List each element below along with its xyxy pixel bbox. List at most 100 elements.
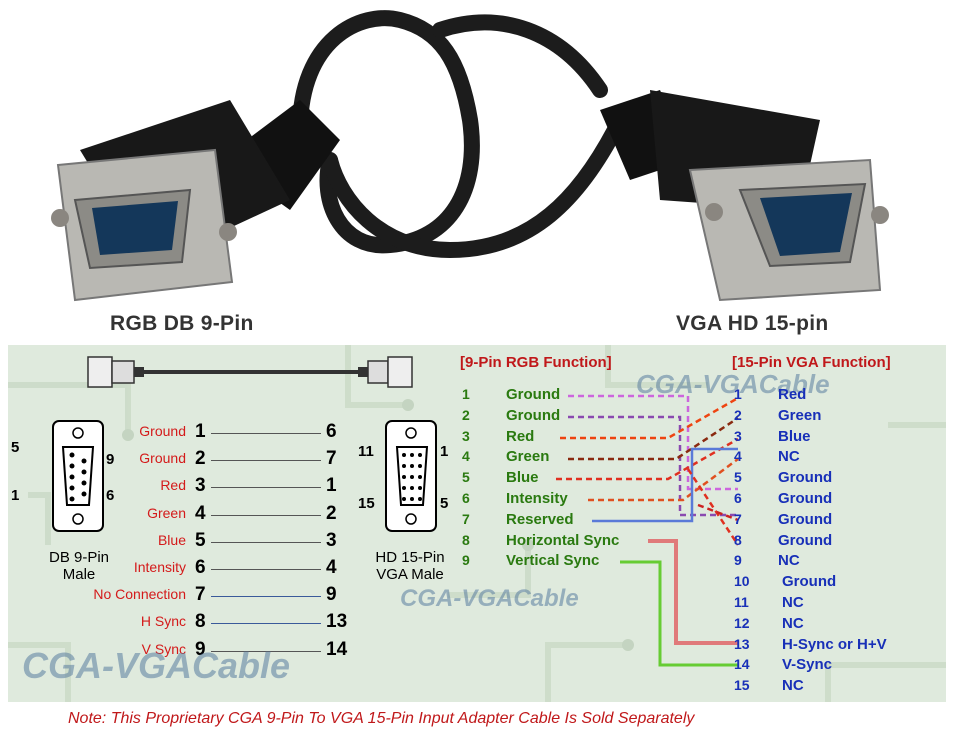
rgb-pin-number: 1 [462,386,470,402]
vga-pin-number: 4 [734,448,742,464]
rgb-pin-function: Horizontal Sync [506,532,620,549]
left-row-to-pin: 6 [326,421,337,442]
vga-pin-function: NC [782,615,804,632]
rgb-pin-function: Green [506,448,550,465]
left-row-to-pin: 9 [326,584,337,605]
vga-pin-function: Ground [782,573,837,590]
left-row-wire [211,433,321,434]
rgb-pin-function: Red [506,428,535,445]
watermark-bottom-left: CGA-VGACable [22,645,291,686]
left-row-wire [211,651,321,652]
vga-pin-function: Blue [778,428,811,445]
vga-function-header: [15-Pin VGA Function] [732,354,891,371]
left-row-wire [211,623,321,624]
left-row-label: Ground [139,450,186,466]
left-row-label: Green [147,505,186,521]
rgb-pin-number: 9 [462,552,470,568]
vga-pin-number: 14 [734,656,750,672]
vga-pin-function: Ground [778,511,833,528]
left-row-label: Blue [157,532,186,548]
db9-corner-6: 6 [106,487,115,504]
rgb-pin-function: Ground [506,407,561,424]
rgb-pin-function: Intensity [506,490,568,507]
vga-pin-function: NC [778,448,800,465]
rgb-pin-number: 4 [462,448,470,464]
photo-right-label: VGA HD 15-pin [676,312,829,335]
watermark-top-right: CGA-VGACable [636,369,830,399]
vga-pin-function: V-Sync [782,656,833,673]
db9-corner-1: 1 [11,487,20,504]
vga-pin-number: 3 [734,428,742,444]
watermark-middle: CGA-VGACable [400,585,579,612]
photo-left-label: RGB DB 9-Pin [110,312,254,335]
vga-pin-number: 10 [734,573,750,589]
left-row-from-pin: 4 [195,503,206,524]
left-row-from-pin: 2 [195,448,206,469]
left-row-wire [211,460,321,461]
vga-pin-function: Ground [778,532,833,549]
left-row-wire [211,569,321,570]
hd15-connector-face [385,420,437,532]
vga-pin-number: 6 [734,490,742,506]
rgb-pin-number: 7 [462,511,470,527]
cable-illustration [87,356,413,388]
pinout-panel: 5 9 1 6 DB 9-Pin Male 11 1 15 5 HD 15-Pi… [8,345,946,702]
rgb-pin-function: Vertical Sync [506,552,600,569]
hd15-corner-15: 15 [358,495,375,512]
vga-pin-number: 11 [734,594,749,610]
left-row-to-pin: 3 [326,530,337,551]
rgb-pin-function: Ground [506,386,561,403]
left-row-from-pin: 1 [195,421,206,442]
left-row-from-pin: 6 [195,557,206,578]
left-row-from-pin: 7 [195,584,206,605]
cable-photo [51,10,889,302]
vga-pin-number: 15 [734,677,750,693]
vga-pin-function: NC [782,677,804,694]
left-row-wire [211,515,321,516]
db9-caption: DB 9-Pin Male [48,549,110,583]
rgb-pin-number: 8 [462,532,470,548]
vga-pin-number: 1 [734,386,742,402]
left-row-label: Intensity [133,559,186,575]
sold-separately-note: Note: This Proprietary CGA 9-Pin To VGA … [68,710,695,727]
db9-corner-5: 5 [11,439,20,456]
left-row-label: No Connection [93,586,186,602]
left-row-wire [211,596,321,597]
vga-pin-function: Red [778,386,807,403]
vga-pin-number: 13 [734,636,750,652]
left-row-from-pin: 9 [195,639,206,660]
vga-pin-number: 2 [734,407,742,423]
vga-pin-function: H-Sync or H+V [782,636,887,653]
left-row-to-pin: 4 [326,557,337,578]
left-row-label: H Sync [140,613,186,629]
circuit-background [8,345,946,702]
rgb-pin-number: 6 [462,490,470,506]
left-row-from-pin: 3 [195,475,206,496]
vga-pin-function: Ground [778,490,833,507]
left-row-to-pin: 2 [326,503,337,524]
db9-corner-9: 9 [106,451,115,468]
vga-pin-number: 8 [734,532,742,548]
rgb-function-header: [9-Pin RGB Function] [460,354,612,371]
left-row-from-pin: 8 [195,611,206,632]
hd15-corner-11: 11 [358,443,374,460]
rgb-pin-number: 5 [462,469,470,485]
left-row-label: Ground [139,423,186,439]
vga-pin-number: 12 [734,615,750,631]
rgb-pin-number: 2 [462,407,470,423]
left-row-wire [211,542,321,543]
left-row-to-pin: 13 [326,611,348,632]
vga-pin-function: Ground [778,469,833,486]
hd15-caption: HD 15-Pin VGA Male [375,549,445,583]
left-row-from-pin: 5 [195,530,206,551]
rgb-pin-function: Blue [506,469,539,486]
vga-pin-function: NC [782,594,804,611]
rgb-pin-number: 3 [462,428,470,444]
vga-pin-number: 5 [734,469,742,485]
vga-pin-number: 9 [734,552,742,568]
left-row-to-pin: 1 [326,475,337,496]
left-row-wire [211,487,321,488]
wiring-lines [556,394,740,667]
left-row-label: Red [160,477,186,493]
left-row-label: V Sync [141,641,186,657]
